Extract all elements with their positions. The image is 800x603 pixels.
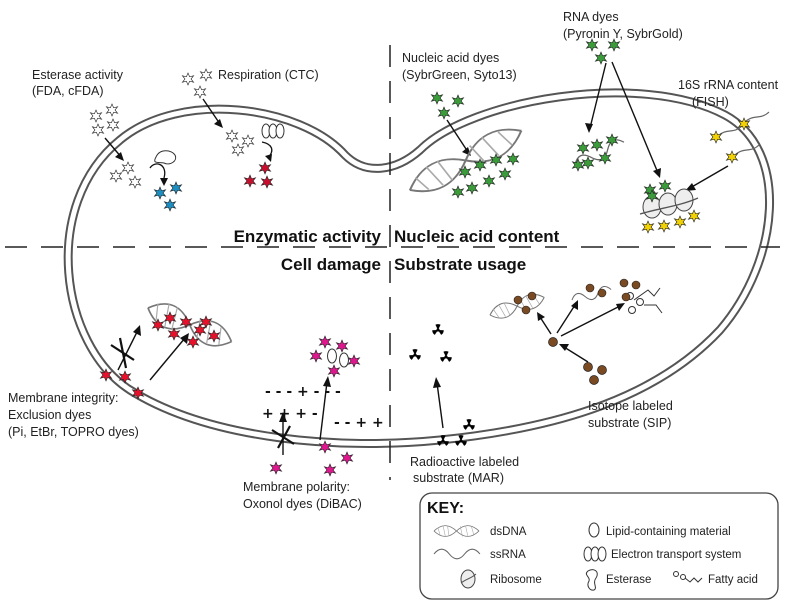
ribosome-icon xyxy=(639,188,699,219)
radioactive-uptake-arrow xyxy=(436,382,444,429)
quadrant-substrate-usage: Substrate usage xyxy=(394,255,526,274)
quadrant-enzymatic-activity: Enzymatic activity xyxy=(234,227,382,246)
label-rna-dyes-1: RNA dyes xyxy=(563,10,619,24)
label-rrna-1: 16S rRNA content xyxy=(678,78,779,92)
polarity-entry-arrow xyxy=(319,381,328,441)
isotope-outside xyxy=(583,362,607,385)
label-rrna-2: (FISH) xyxy=(692,95,729,109)
key-label-ets: Electron transport system xyxy=(611,549,741,561)
key-label-fatty-acid: Fatty acid xyxy=(708,574,758,586)
labeled-ssrna xyxy=(570,283,613,306)
label-membrane-polarity-2: Oxonol dyes (DiBAC) xyxy=(243,497,362,511)
isotope-inside xyxy=(548,337,558,347)
label-esterase-2: (FDA, cFDA) xyxy=(32,84,104,98)
fda-inside xyxy=(110,161,141,189)
label-isotope-2: substrate (SIP) xyxy=(588,416,671,430)
radioactive-substrate-inside xyxy=(409,324,452,362)
key-fatty-acid-icon xyxy=(673,571,703,583)
key-label-dsdna: dsDNA xyxy=(490,526,527,538)
key-box xyxy=(419,492,779,600)
ets-icon xyxy=(261,123,285,139)
fatty-acid-icon xyxy=(619,278,663,314)
label-radioactive-1: Radioactive labeled xyxy=(410,455,519,469)
key-ets-icon xyxy=(583,546,607,562)
label-rna-dyes-2: (Pyronin Y, SybrGold) xyxy=(563,27,683,41)
key-title: KEY: xyxy=(427,500,464,517)
charge-row-1: - - - + - - - xyxy=(265,384,341,400)
key-ribosome-icon xyxy=(460,569,477,589)
fda-molecules xyxy=(90,103,119,137)
label-isotope-1: Isotope labeled xyxy=(588,399,673,413)
ssrna-bound-dye xyxy=(572,133,618,172)
label-membrane-integrity-1: Membrane integrity: xyxy=(8,391,118,405)
pi-entry-arrow xyxy=(149,337,186,381)
lipid-icon xyxy=(327,348,349,368)
label-nucleic-dyes-1: Nucleic acid dyes xyxy=(402,51,499,65)
cell-membrane xyxy=(63,88,775,448)
label-esterase-1: Esterase activity xyxy=(32,68,124,82)
blocked-entry-arrow xyxy=(110,325,141,371)
label-membrane-polarity-1: Membrane polarity: xyxy=(243,480,350,494)
isotope-uptake-arrow xyxy=(563,346,589,363)
polarity-blocked-arrow xyxy=(271,412,295,455)
sybrgreen-molecules xyxy=(431,91,464,120)
esterase-icon xyxy=(154,150,177,165)
charge-row-2: + + + - xyxy=(262,406,318,422)
ctc-inside xyxy=(226,129,254,157)
ctc-molecules xyxy=(182,68,212,99)
label-membrane-integrity-3: (Pi, EtBr, TOPRO dyes) xyxy=(8,425,139,439)
formazan-products xyxy=(244,161,273,189)
label-radioactive-2: substrate (MAR) xyxy=(413,471,504,485)
fish-probes xyxy=(710,111,770,164)
label-nucleic-dyes-2: (SybrGreen, Syto13) xyxy=(402,68,517,82)
fluorescein-products xyxy=(154,181,182,212)
key-label-ssrna: ssRNA xyxy=(490,549,526,561)
key-label-ribosome: Ribosome xyxy=(490,574,542,586)
label-respiration: Respiration (CTC) xyxy=(218,68,319,82)
rna-dye-molecules xyxy=(586,38,620,65)
quadrant-nucleic-acid-content: Nucleic acid content xyxy=(394,227,560,246)
labeled-dsdna-isotopes xyxy=(513,291,537,315)
key-esterase-icon xyxy=(585,569,598,591)
key-label-esterase: Esterase xyxy=(606,574,651,586)
charge-row-3: - - + + xyxy=(334,415,384,431)
key-label-lipid: Lipid-containing material xyxy=(606,526,731,538)
quadrant-cell-damage: Cell damage xyxy=(281,255,381,274)
key-lipid-icon xyxy=(588,522,600,538)
label-membrane-integrity-2: Exclusion dyes xyxy=(8,408,91,422)
